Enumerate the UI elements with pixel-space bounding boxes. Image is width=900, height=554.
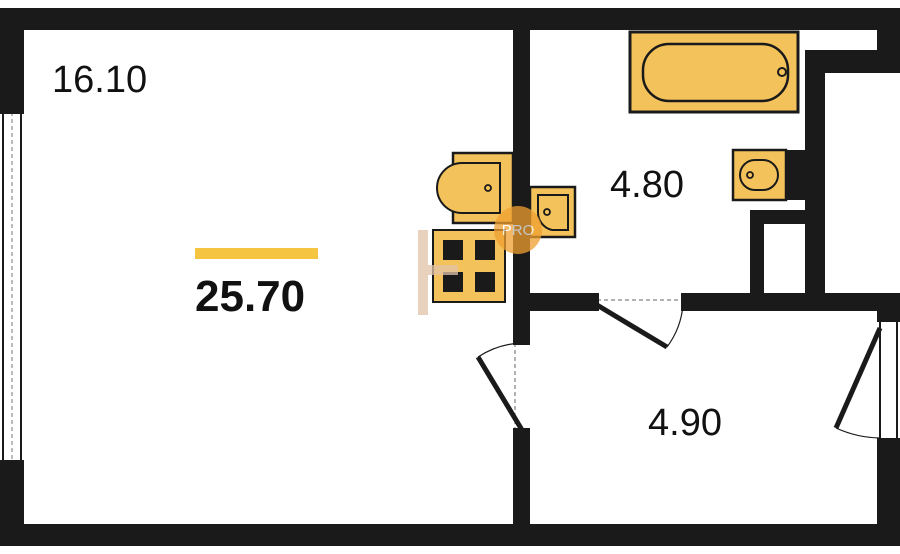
room-area-bathroom: 4.80 [610,164,684,206]
wall-middle-right [683,293,900,311]
door-living-hall [475,339,530,434]
bathtub [628,30,800,114]
toilet [731,148,805,202]
room-area-hallway: 4.90 [648,402,722,444]
wall-bath-right [805,50,825,310]
walls [0,8,900,546]
wall-niche-top [750,210,810,224]
wall-center-lower [513,430,530,546]
total-area-accent-bar [195,248,318,259]
wall-center-upper [513,8,530,343]
window-left [0,108,24,466]
kitchen-sink [436,151,515,225]
watermark-text: PRO [502,222,535,239]
total-area-label: 25.70 [195,272,305,321]
wall-middle-left [513,293,597,311]
door-entrance [833,326,883,439]
watermark-logo: PRO [418,206,542,315]
room-area-living: 16.10 [52,59,147,101]
wall-niche-side [750,210,764,300]
wall-top [0,8,900,30]
door-bathroom [593,293,687,350]
wall-bottom [0,524,900,546]
window-right [877,316,900,444]
wall-notch-horizontal [805,50,900,73]
stove [432,229,506,303]
